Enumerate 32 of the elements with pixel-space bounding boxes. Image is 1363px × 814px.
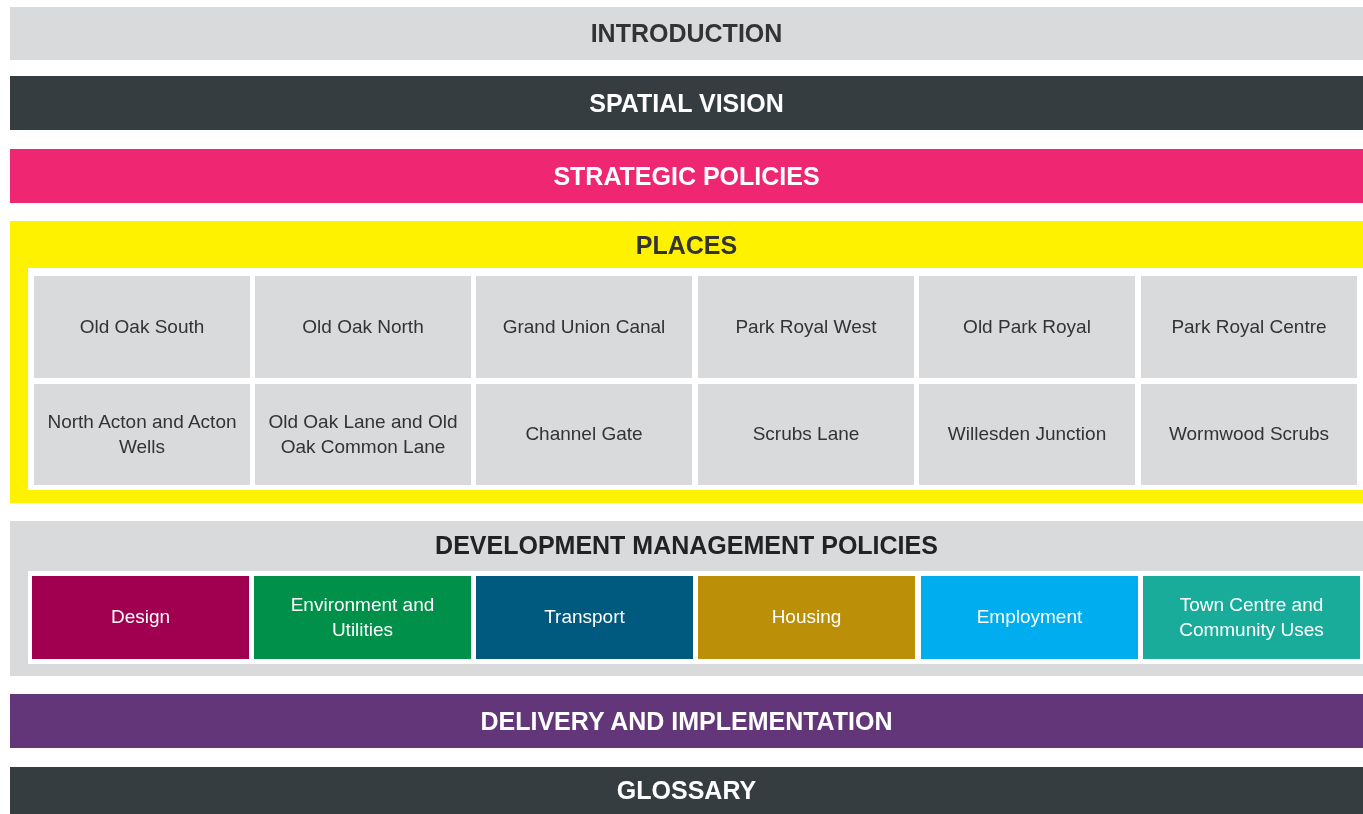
policy-tile: Transport	[476, 576, 693, 659]
section-panel	[10, 221, 1363, 503]
section-heading: INTRODUCTION	[589, 18, 784, 49]
place-tile: Old Oak North	[255, 276, 471, 378]
place-tile: Willesden Junction	[919, 384, 1135, 485]
place-tile: Park Royal West	[698, 276, 914, 378]
section-heading: DEVELOPMENT MANAGEMENT POLICIES	[434, 530, 939, 561]
section-heading: DELIVERY AND IMPLEMENTATION	[479, 706, 894, 737]
policy-tile: Design	[32, 576, 249, 659]
section-band	[10, 76, 1363, 130]
place-tile: Wormwood Scrubs	[1141, 384, 1357, 485]
place-tile: North Acton and Acton Wells	[34, 384, 250, 485]
policy-tile: Employment	[921, 576, 1138, 659]
place-tile: Old Park Royal	[919, 276, 1135, 378]
place-tile: Scrubs Lane	[698, 384, 914, 485]
place-tile: Grand Union Canal	[476, 276, 692, 378]
section-heading: PLACES	[634, 230, 739, 261]
section-band	[10, 767, 1363, 814]
section-panel	[10, 521, 1363, 676]
policy-tile: Environment and Utilities	[254, 576, 471, 659]
section-heading: STRATEGIC POLICIES	[552, 161, 821, 192]
place-tile: Old Oak Lane and Old Oak Common Lane	[255, 384, 471, 485]
policy-tile: Housing	[698, 576, 915, 659]
section-band	[10, 149, 1363, 203]
policy-tile: Town Centre and Community Uses	[1143, 576, 1360, 659]
place-tile: Channel Gate	[476, 384, 692, 485]
section-heading: SPATIAL VISION	[588, 88, 785, 119]
section-band	[10, 7, 1363, 60]
section-band	[10, 694, 1363, 748]
section-heading: GLOSSARY	[615, 775, 758, 806]
place-tile: Park Royal Centre	[1141, 276, 1357, 378]
place-tile: Old Oak South	[34, 276, 250, 378]
